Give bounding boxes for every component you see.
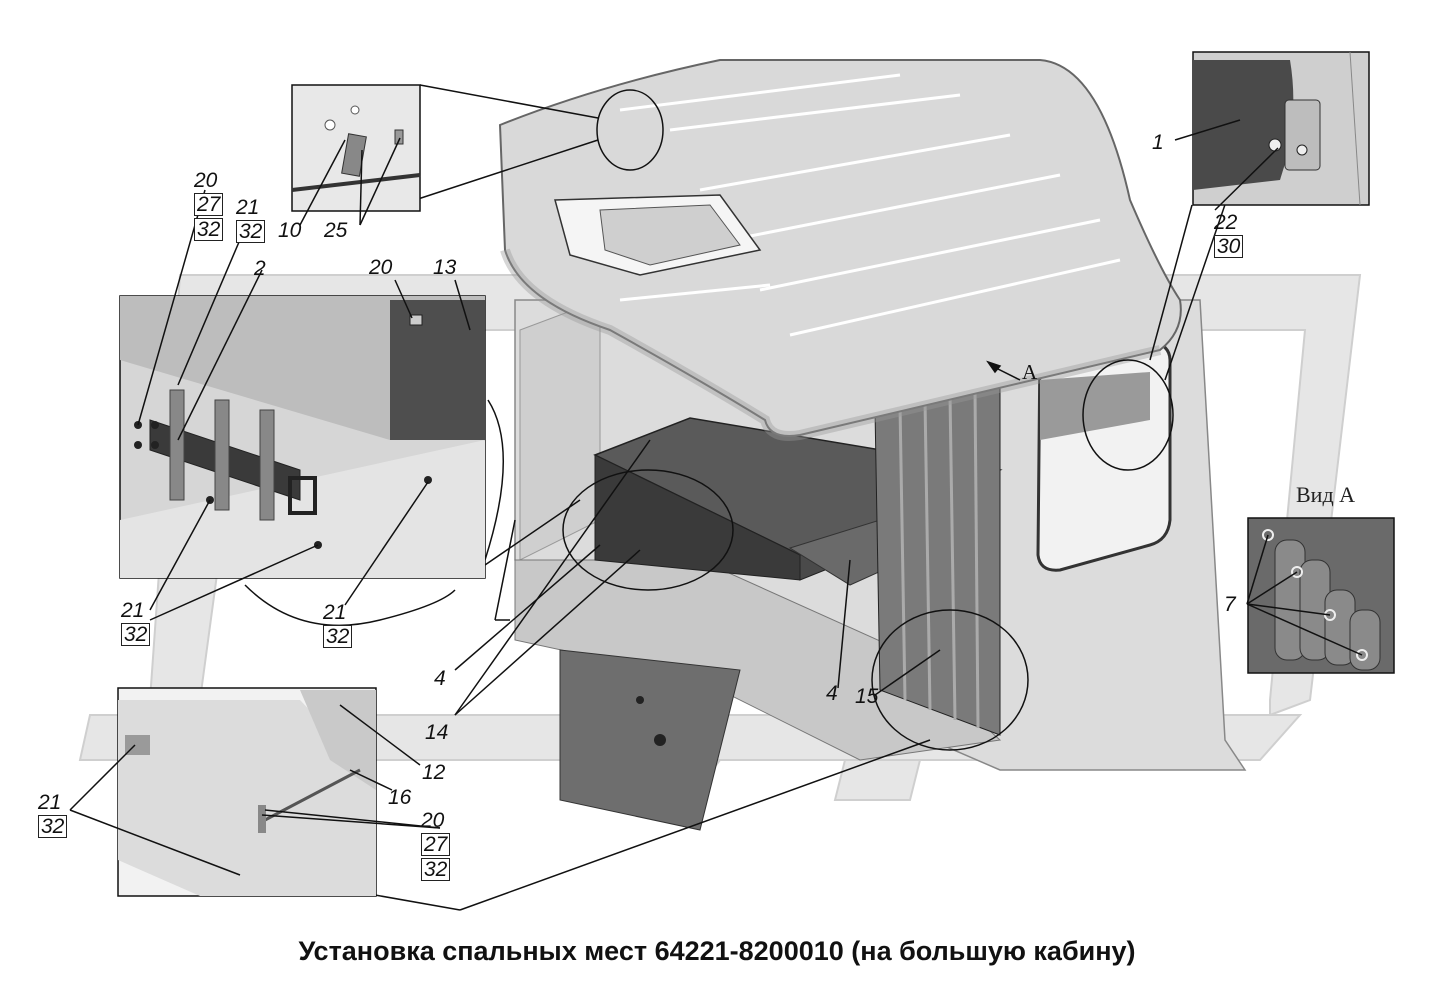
callout-number: 30 (1214, 235, 1244, 258)
detail-circle-curtain (871, 609, 1029, 751)
callout-number: 21 (236, 196, 260, 219)
callout-number: 21 (323, 601, 347, 624)
callout-stack-21-32-left: 21 32 (121, 599, 151, 646)
cabin-lower-panel (559, 649, 741, 831)
view-a-title: Вид А (1296, 482, 1356, 507)
detail-circle-hinge (1082, 359, 1174, 471)
view-a-arrow (986, 360, 1021, 381)
callout-2: 2 (254, 257, 266, 280)
detail-arc-left (484, 399, 504, 561)
callout-number: 21 (38, 791, 62, 814)
callout-16: 16 (388, 786, 412, 809)
cabin-roof (498, 59, 1182, 441)
callout-stack-21-32-mid: 21 32 (323, 601, 353, 648)
callout-number: 32 (236, 220, 266, 243)
callout-number: 21 (121, 599, 145, 622)
callout-stack-22-30: 22 30 (1214, 211, 1244, 258)
inset-roof-detail (291, 84, 421, 212)
callout-number: 20 (194, 169, 218, 192)
callout-number: 32 (421, 858, 451, 881)
callout-number: 27 (421, 833, 451, 856)
callout-number: 20 (421, 809, 445, 832)
callout-14: 14 (425, 721, 449, 744)
detail-circle-bunk (562, 469, 734, 591)
callout-stack-20-27-32-bottom: 20 27 32 (421, 809, 451, 881)
callout-number: 32 (121, 623, 151, 646)
callout-number: 27 (194, 193, 224, 216)
callout-stack-21-32-top: 21 32 (236, 196, 266, 243)
inset-view-a (1247, 517, 1395, 674)
callout-4-right: 4 (826, 682, 838, 705)
callout-7: 7 (1224, 593, 1236, 616)
curtain (874, 384, 1001, 736)
inset-hinge-detail (1192, 51, 1370, 206)
inset-curtain-detail (117, 687, 377, 897)
callout-13: 13 (433, 256, 457, 279)
callout-10: 10 (278, 219, 302, 242)
callout-25: 25 (324, 219, 348, 242)
callout-stack-21-32-bottom: 21 32 (38, 791, 68, 838)
detail-arc-bottom (244, 584, 456, 626)
arrow-a-label: А (1022, 360, 1038, 384)
callout-15: 15 (855, 685, 879, 708)
figure-caption: Установка спальных мест 64221-8200010 (н… (298, 936, 1136, 966)
callout-4-left: 4 (434, 667, 446, 690)
callout-20-top: 20 (369, 256, 393, 279)
callout-number: 22 (1214, 211, 1238, 234)
callout-stack-20-27-32-top: 20 27 32 (194, 169, 224, 241)
detail-circle-roof (596, 89, 664, 171)
callout-number: 32 (323, 625, 353, 648)
callout-number: 32 (38, 815, 68, 838)
inset-bracket-detail (119, 295, 486, 579)
callout-12: 12 (422, 761, 446, 784)
callout-number: 32 (194, 218, 224, 241)
callout-1: 1 (1152, 131, 1164, 154)
